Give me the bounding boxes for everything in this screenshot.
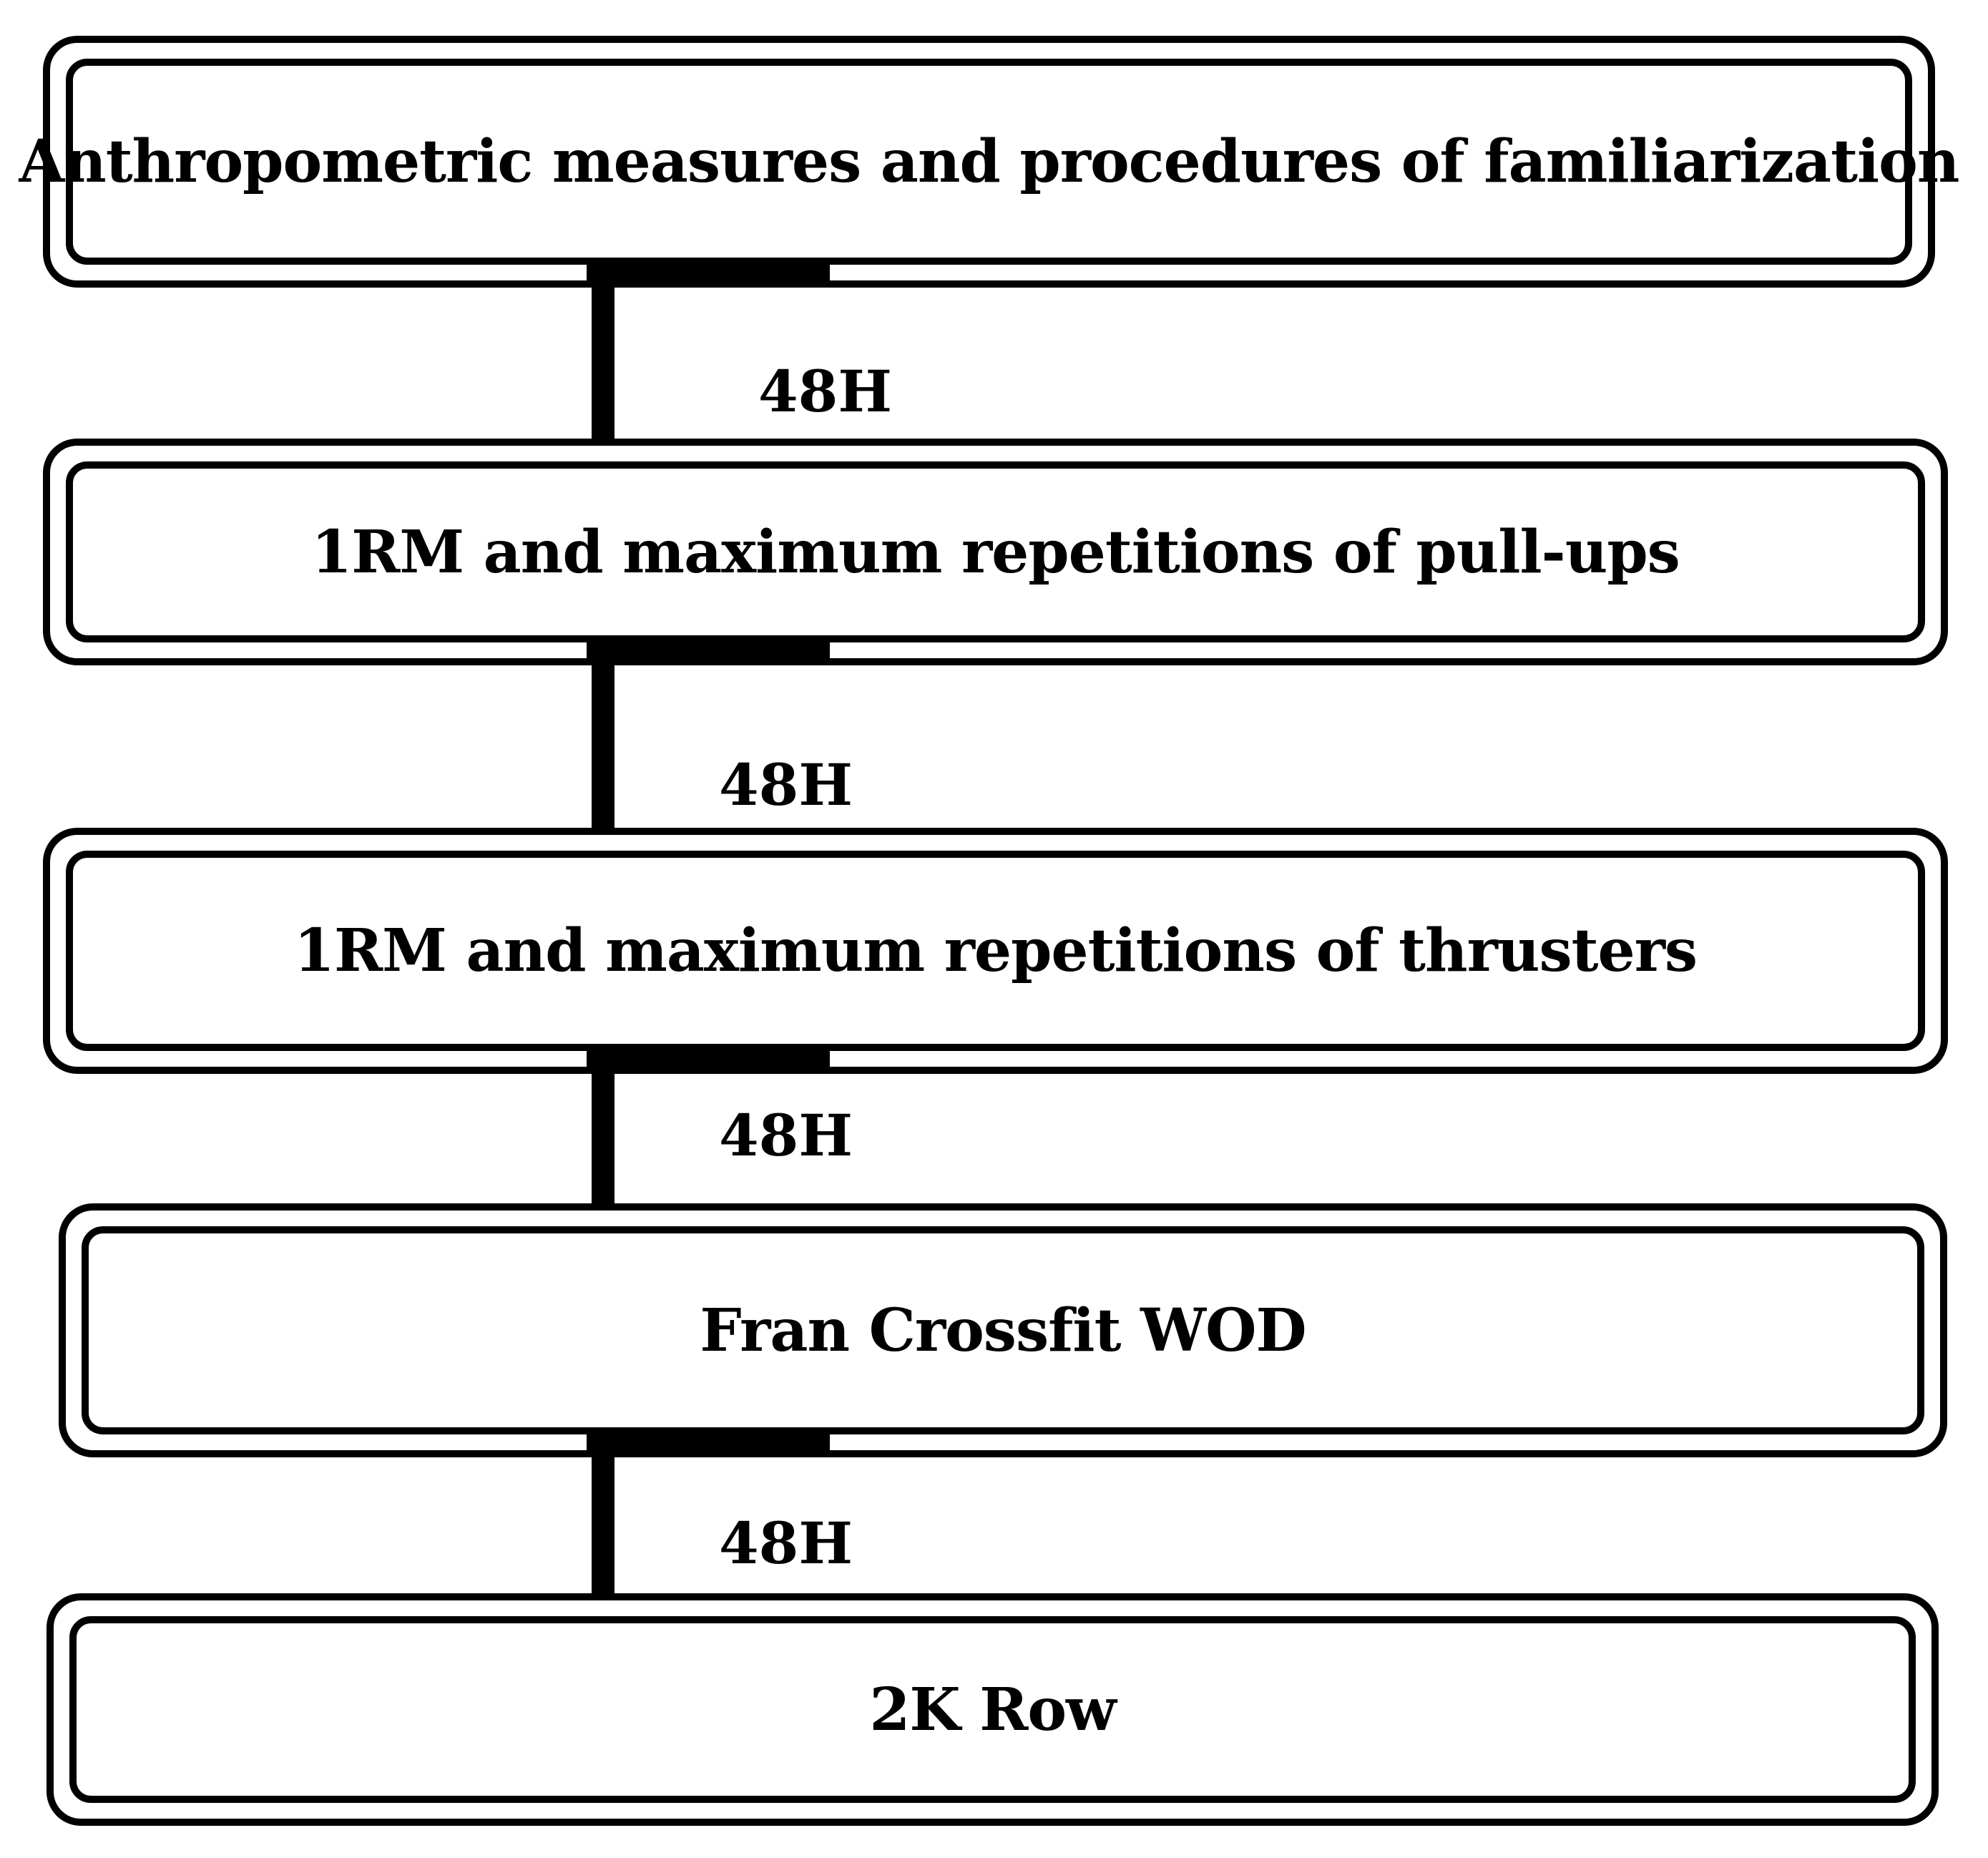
- connector-bar-1: [587, 263, 830, 284]
- step-label-2k-row: 2K Row: [869, 1675, 1116, 1744]
- step-box-anthropometric-familiarization: Anthropometric measures and procedures o…: [19, 36, 1959, 288]
- step-box-pull-ups: 1RM and maximum repetitions of pull-ups: [43, 439, 1948, 665]
- step-box-fran-crossfit-wod: Fran Crossfit WOD: [59, 1203, 1947, 1457]
- interval-label-2: 48H: [719, 751, 853, 818]
- connector-bar-4: [587, 1434, 830, 1455]
- connector-bar-3: [587, 1050, 830, 1072]
- interval-label-1: 48H: [758, 358, 892, 425]
- arrow-shaft-1: [592, 284, 614, 456]
- step-box-2k-row: 2K Row: [46, 1593, 1939, 1826]
- step-label-thrusters: 1RM and maximum repetitions of thrusters: [293, 916, 1698, 985]
- step-label-pull-ups: 1RM and maximum repetitions of pull-ups: [311, 517, 1680, 587]
- interval-label-3: 48H: [719, 1102, 853, 1169]
- step-label-fran-crossfit-wod: Fran Crossfit WOD: [700, 1296, 1306, 1365]
- arrow-shaft-2: [592, 664, 614, 844]
- step-label-anthropometric-familiarization: Anthropometric measures and procedures o…: [19, 127, 1960, 196]
- interval-label-4: 48H: [719, 1510, 853, 1577]
- step-box-thrusters: 1RM and maximum repetitions of thrusters: [43, 828, 1948, 1074]
- connector-bar-2: [587, 642, 830, 664]
